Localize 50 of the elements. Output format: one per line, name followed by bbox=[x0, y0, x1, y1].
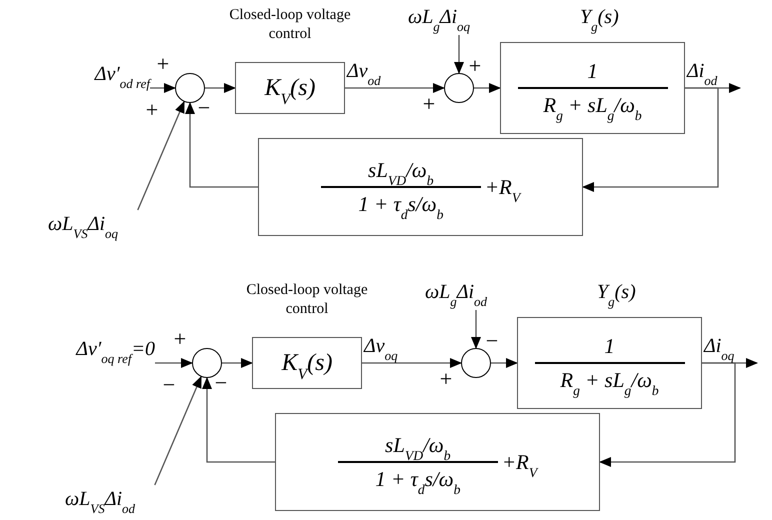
signal-arrow bbox=[491, 358, 518, 368]
signal-arrow bbox=[137, 100, 185, 210]
numerator-text: 1 bbox=[587, 58, 598, 86]
summing-junction bbox=[444, 73, 474, 103]
sign-label: + bbox=[438, 368, 454, 390]
summing-junction bbox=[175, 73, 205, 103]
signal-text: ωL$_{VS}$Δi$_{oq}$ bbox=[48, 210, 180, 240]
signal-arrow bbox=[150, 83, 176, 93]
sign-label: − bbox=[196, 97, 212, 119]
signal-arrow bbox=[599, 362, 736, 467]
feedback-box bbox=[258, 138, 583, 236]
sign-label: − bbox=[162, 374, 176, 396]
signal-arrow bbox=[471, 310, 481, 349]
signal-arrow bbox=[474, 83, 501, 93]
term-text: +R$_{V}$ bbox=[484, 174, 520, 201]
sign-label: − bbox=[484, 330, 500, 352]
signal-text: ωL$_{g}$Δi$_{oq}$ bbox=[408, 3, 510, 35]
block-title: Y$_{g}$(s) bbox=[597, 280, 636, 307]
signal-arrow bbox=[205, 83, 236, 93]
signal-text: ωL$_{VS}$Δi$_{od}$ bbox=[65, 485, 197, 515]
numerator-text: 1 bbox=[604, 333, 615, 360]
signal-arrow bbox=[454, 35, 464, 74]
sign-label: + bbox=[144, 99, 160, 121]
feedback-box bbox=[275, 413, 600, 511]
signal-arrow bbox=[345, 83, 445, 93]
sign-label: + bbox=[422, 93, 436, 115]
numerator-text: sL$_{VD}$/ω$_{b}$ bbox=[368, 157, 434, 184]
block-title: Y$_{g}$(s) bbox=[580, 5, 619, 32]
sign-label: − bbox=[214, 372, 228, 394]
numerator-text: sL$_{VD}$/ω$_{b}$ bbox=[385, 432, 451, 460]
signal-arrow bbox=[362, 358, 462, 368]
signal-arrow bbox=[202, 377, 275, 463]
signal-arrow bbox=[582, 87, 719, 192]
caption-text: Closed-loop voltage control bbox=[228, 6, 352, 44]
controller-box: K$_{V}$(s) bbox=[252, 337, 362, 389]
signal-arrow bbox=[185, 102, 258, 188]
sign-label: + bbox=[468, 55, 482, 77]
sign-label: + bbox=[156, 53, 170, 75]
denominator-text: 1 + τ$_{d}$s/ω$_{b}$ bbox=[358, 190, 444, 218]
denominator-text: 1 + τ$_{d}$s/ω$_{b}$ bbox=[375, 466, 460, 493]
summing-junction bbox=[461, 348, 491, 378]
signal-arrow bbox=[222, 358, 253, 368]
signal-arrow bbox=[155, 358, 193, 368]
term-text: +R$_{V}$ bbox=[502, 449, 538, 476]
sign-label: + bbox=[172, 328, 188, 350]
signal-text: ωL$_{g}$Δi$_{od}$ bbox=[425, 278, 527, 310]
caption-text: Closed-loop voltage control bbox=[245, 281, 369, 319]
signal-arrow bbox=[154, 376, 202, 486]
summing-junction bbox=[192, 348, 222, 378]
controller-box: K$_{V}$(s) bbox=[235, 62, 345, 114]
